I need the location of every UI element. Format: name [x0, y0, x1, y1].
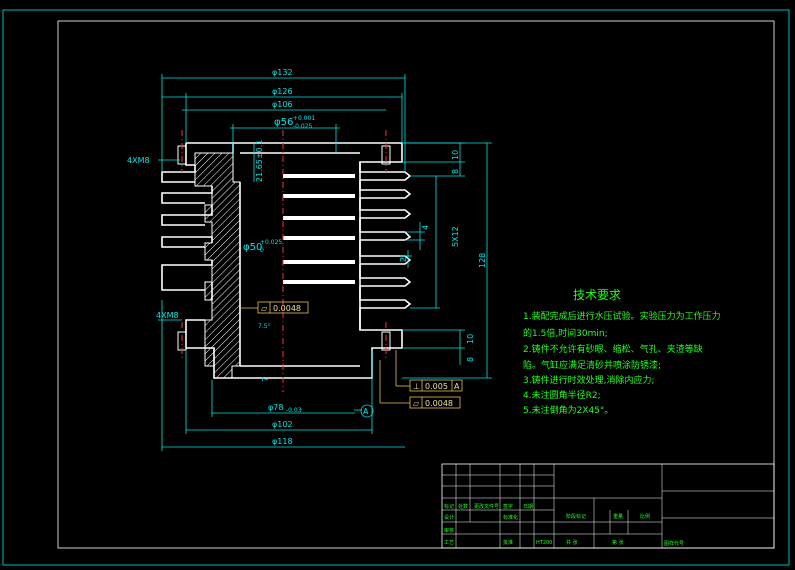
tb-drawing-code: 图样代号	[664, 540, 684, 547]
title-block: 标记 处数 更改文件号 签字 日期 设计 标准化 审核 工艺 批准 阶段标记 重…	[441, 463, 775, 549]
tb-sheet: 第 张	[612, 539, 624, 546]
dimension-lines	[158, 74, 492, 451]
dim-v4: 4	[421, 225, 430, 230]
tb-sheets: 共 张	[566, 539, 578, 546]
tech-line-5: 3.铸件进行时效处理,消除内应力;	[523, 374, 654, 386]
dim-21-65: 21.65±0.1	[255, 140, 264, 182]
dim-v10-bottom: 10	[466, 334, 475, 344]
tb-date: 日期	[523, 504, 533, 510]
inner-fins	[283, 174, 355, 284]
dim-v10-top: 10	[451, 150, 460, 160]
tb-standard: 标准化	[503, 514, 518, 521]
tb-weight: 重量	[613, 513, 623, 520]
tb-process: 工艺	[444, 540, 454, 546]
dim-d78-tol: -0.03	[286, 407, 302, 414]
outer-border	[2, 9, 790, 566]
tb-material: HT200	[536, 540, 552, 546]
dim-bolt-top: 4XM8	[127, 156, 150, 165]
perp-datum: A	[454, 382, 460, 391]
dim-d106: φ106	[272, 100, 293, 109]
dim-d56-upper: +0.001	[293, 115, 315, 122]
datum-a-label: A	[363, 407, 369, 416]
tolerance-frames: ▱ 0.0048 ⊥ 0.005 A ▱ 0.0048	[240, 301, 463, 409]
tb-change-doc: 更改文件号	[474, 503, 499, 510]
dim-d78: φ78	[268, 403, 283, 412]
tech-line-1: 1.装配完成后进行水压试验。实验压力为工作压力	[523, 310, 721, 322]
hatched-wall	[194, 152, 241, 379]
svg-text:⊥: ⊥	[413, 382, 420, 391]
dim-d126: φ126	[272, 87, 293, 96]
dim-v8: 8	[451, 169, 460, 174]
tb-design: 设计	[444, 514, 454, 521]
dim-5x12: 5X12	[451, 226, 460, 247]
dim-v2: 2	[399, 257, 408, 262]
tech-line-3: 2.铸件不允许有砂眼、缩松、气孔、夹渣等缺	[523, 343, 703, 355]
tb-review: 审核	[444, 527, 454, 534]
dim-bolt-bottom: 4XM8	[156, 311, 179, 320]
tb-stage: 阶段标记	[566, 513, 586, 520]
dim-angle: 7.5°	[258, 323, 271, 330]
tech-line-2: 的1.5倍,时间30min;	[523, 327, 608, 339]
dimension-labels: φ132 φ126 φ106 φ56 +0.001 -0.025 4XM8 4X…	[127, 68, 487, 446]
dim-d50-upper: +0.025	[260, 239, 282, 246]
flatness-value-2: 0.0048	[425, 399, 453, 408]
flatness-value-1: 0.0048	[273, 304, 301, 313]
dim-v7: 7	[261, 377, 270, 382]
part-section	[161, 130, 412, 392]
inner-border	[57, 20, 775, 549]
dim-d50: φ50	[243, 242, 262, 253]
tech-requirements: 技术要求 1.装配完成后进行水压试验。实验压力为工作压力 的1.5倍,时间30m…	[523, 288, 721, 416]
tech-line-4: 陷。气缸应满足清砂并喷涂防锈漆;	[523, 359, 661, 371]
tech-line-6: 4.未注圆角半径R2;	[523, 389, 601, 401]
datum-a-circle	[360, 404, 374, 418]
tb-sign: 签字	[503, 503, 513, 510]
tb-mark: 标记	[444, 503, 454, 510]
dim-d56: φ56	[274, 117, 293, 128]
svg-text:▱: ▱	[413, 399, 420, 408]
dim-d56-lower: -0.025	[293, 123, 313, 130]
tb-count: 处数	[458, 503, 468, 510]
dim-d132: φ132	[272, 68, 293, 77]
tb-scale: 比例	[640, 513, 650, 520]
perp-value: 0.005	[425, 382, 448, 391]
dim-d50-lower: 0	[260, 247, 264, 254]
dim-d102: φ102	[272, 420, 293, 429]
tech-line-7: 5.未注倒角为2X45°。	[523, 404, 613, 416]
dim-v8-bottom: 8	[466, 357, 475, 362]
tech-title: 技术要求	[573, 288, 621, 302]
dim-d118: φ118	[272, 437, 293, 446]
dim-128: 128	[478, 253, 487, 268]
tb-approve: 批准	[503, 539, 513, 546]
svg-text:▱: ▱	[261, 304, 268, 313]
